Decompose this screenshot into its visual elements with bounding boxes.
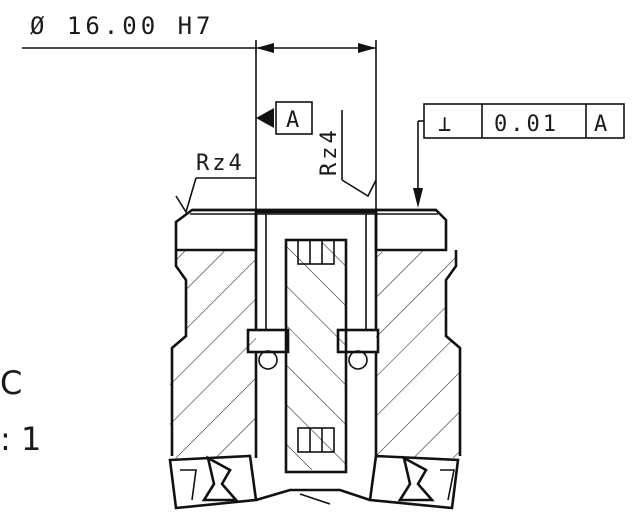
roughness-symbol-bore: Rz4	[317, 110, 377, 198]
datum-triangle	[256, 108, 274, 128]
dimension-arrow-right	[358, 43, 376, 53]
part-section-view	[168, 208, 462, 510]
side-annotation: C : 1	[0, 364, 41, 458]
diameter-dimension-text: Ø 16.00 H7	[30, 12, 215, 40]
side-text-line1: C	[0, 364, 22, 402]
tolerance-value: 0.01	[494, 112, 559, 137]
roughness-bore-text: Rz4	[317, 127, 342, 176]
datum-box	[275, 101, 313, 135]
tolerance-frame: ⊥ 0.01 A	[413, 103, 625, 208]
tolerance-datum: A	[594, 112, 610, 137]
roughness-left-check	[175, 177, 197, 214]
side-text-line2: : 1	[0, 420, 41, 458]
roughness-left-text: Rz4	[196, 151, 245, 176]
clamp-block-right	[336, 328, 380, 354]
roughness-symbol-left: Rz4	[175, 151, 256, 214]
datum-label: A	[286, 108, 302, 133]
bottom-insert-right	[368, 454, 460, 510]
datum-feature: A	[256, 101, 313, 135]
clamp-block-left	[246, 328, 290, 354]
tolerance-arrow	[413, 188, 423, 208]
roughness-bore-check	[341, 179, 377, 198]
diameter-dimension: Ø 16.00 H7	[22, 12, 377, 232]
bottom-insert-left	[168, 454, 258, 510]
perpendicularity-symbol: ⊥	[438, 112, 454, 137]
dimension-arrow-left	[256, 43, 274, 53]
